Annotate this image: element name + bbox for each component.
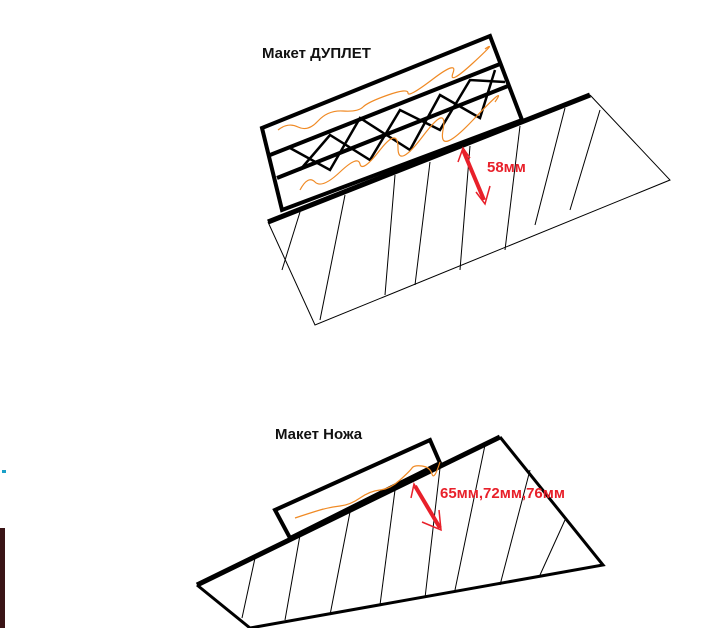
knife-dimension-label: 65мм,72мм,76мм xyxy=(440,485,565,502)
doublet-slope xyxy=(267,92,671,326)
edge-speck xyxy=(2,470,6,473)
knife-block xyxy=(272,437,443,541)
doublet-title: Макет ДУПЛЕТ xyxy=(262,45,371,62)
edge-artifact xyxy=(0,528,5,628)
doublet-block xyxy=(259,33,525,213)
doublet-dimension-arrow xyxy=(457,146,491,206)
doublet-dimension-label: 58мм xyxy=(487,159,526,176)
knife-slope xyxy=(195,434,606,628)
doublet-filling xyxy=(277,45,500,191)
knife-dimension-arrow xyxy=(410,481,442,532)
knife-title: Макет Ножа xyxy=(275,426,363,443)
